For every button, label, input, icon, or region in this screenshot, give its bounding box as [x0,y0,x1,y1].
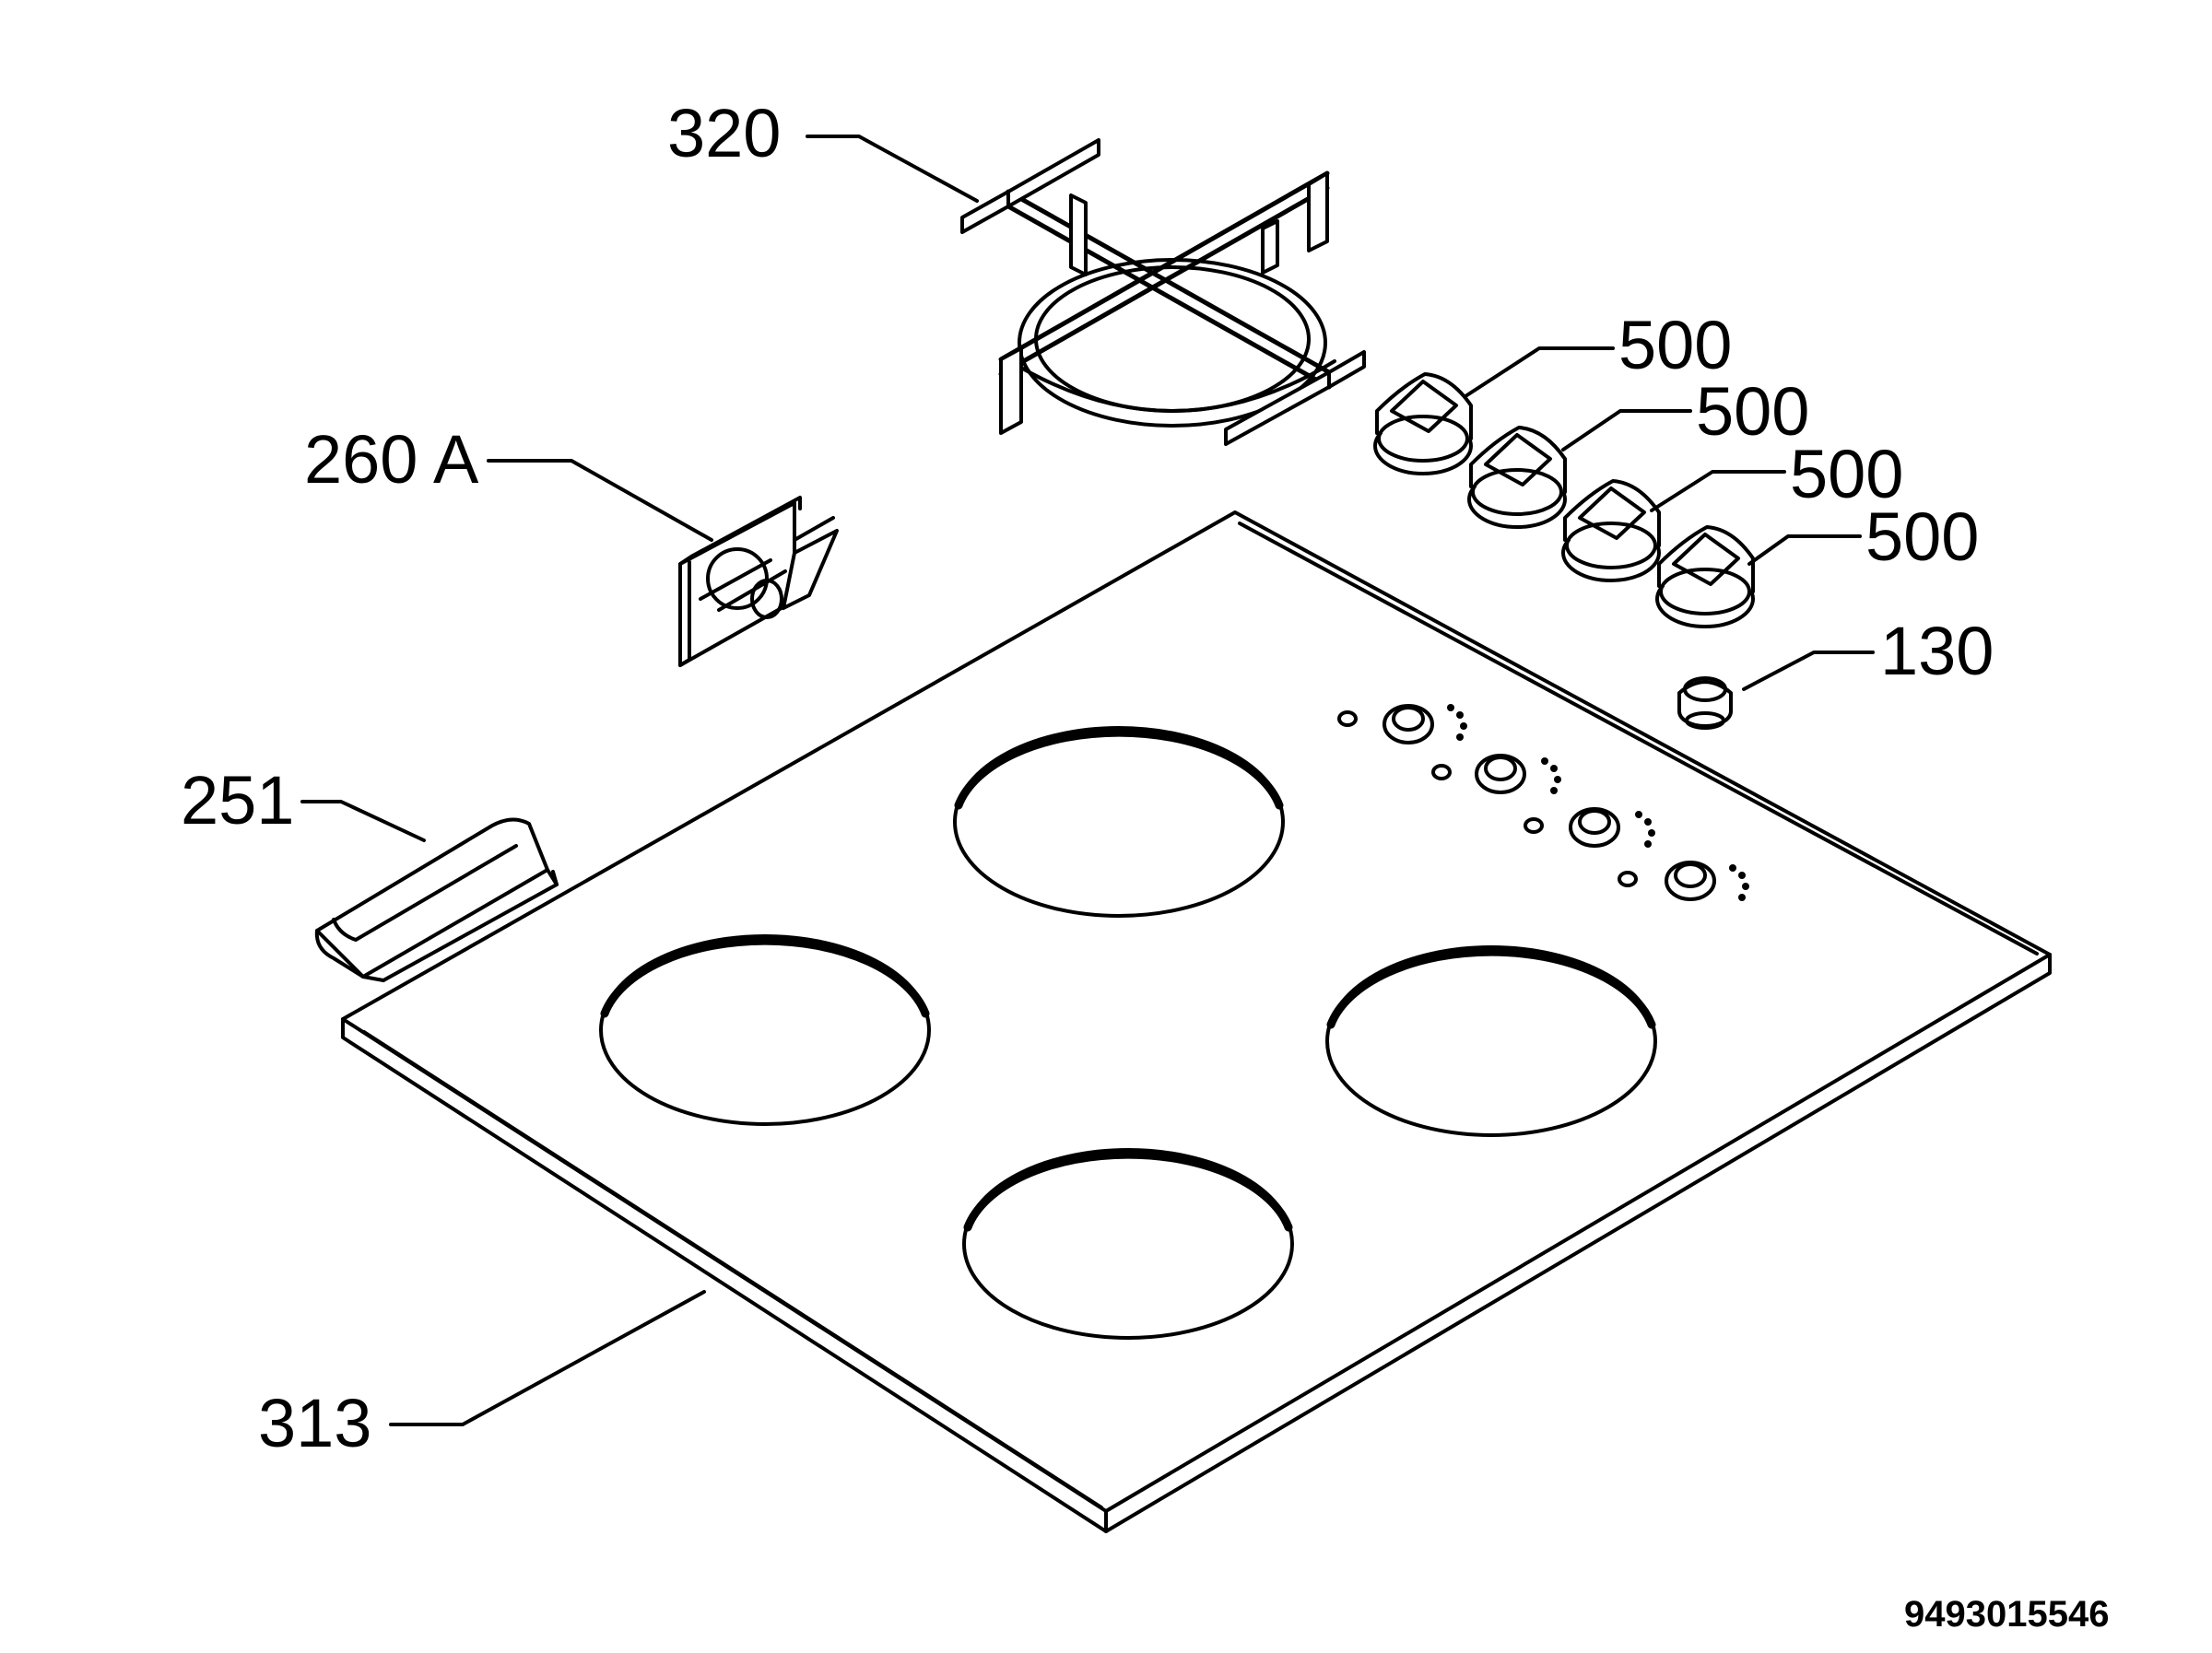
bracket-part [678,496,839,667]
burner-opening-back [953,726,1285,918]
leader-500-2 [1561,409,1692,451]
control-panel [1337,704,1749,901]
leader-313 [389,1290,706,1426]
callout-500-knob-3: 500 [1790,436,1904,512]
burner-openings [599,726,1657,1340]
hob-top-plate [341,510,2052,1533]
push-button-part [1677,676,1733,730]
callout-251: 251 [181,762,295,838]
callout-320: 320 [667,95,782,171]
leader-260a [487,459,713,542]
leader-500-3 [1650,470,1786,512]
leader-251 [300,800,426,842]
burner-opening-right [1325,945,1657,1137]
callout-500-knob-4: 500 [1865,498,1980,575]
indicator-dots [1447,704,1749,901]
leader-500-4 [1747,534,1862,566]
control-knob-3 [1561,479,1661,582]
callout-313: 313 [258,1385,372,1461]
leader-lines [300,135,1875,1426]
control-knob-4 [1655,525,1755,628]
callout-500-knob-2: 500 [1696,373,1810,450]
pan-support-grate [960,138,1366,446]
document-number: 9493015546 [1904,1594,2110,1635]
clip-part [314,817,559,982]
callout-130: 130 [1880,613,1994,689]
leader-500-1 [1464,346,1615,398]
callout-260a: 260 A [304,421,479,498]
leader-130 [1742,651,1875,691]
control-knob-1 [1373,372,1473,475]
control-knob-2 [1467,426,1567,529]
leader-320 [806,135,979,203]
callout-500-knob-1: 500 [1618,307,1733,383]
burner-opening-left [599,934,931,1126]
burner-opening-front [962,1148,1294,1340]
